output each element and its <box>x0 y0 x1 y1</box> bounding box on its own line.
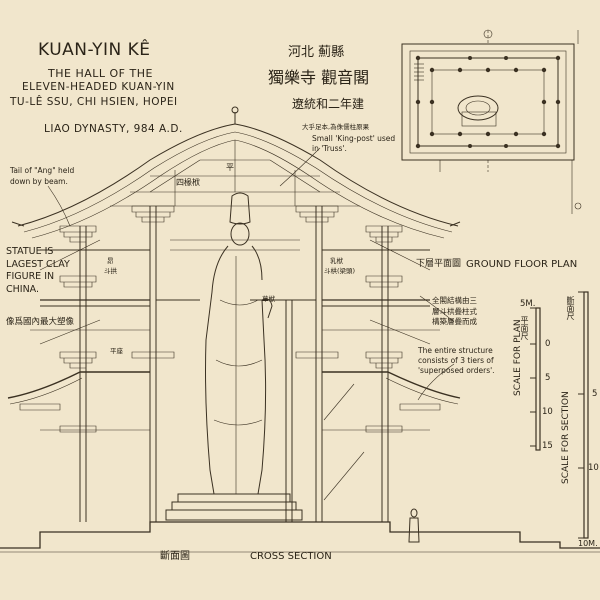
column-drawing <box>79 206 389 522</box>
tag-ruchan: 乳栿 <box>330 257 343 265</box>
scale-section-cn: 斷面尺 <box>566 296 575 320</box>
cross-section-label: CROSS SECTION <box>250 551 332 562</box>
title-line-4: TU-LÊ SSU, CHI HSIEN, HOPEI <box>10 96 178 108</box>
main-title: KUAN-YIN KÊ <box>38 40 151 60</box>
tag-ping: 平 <box>226 163 234 172</box>
scale-bars <box>530 291 589 539</box>
tag-cao: 草栿 <box>262 295 275 303</box>
scale-plan-10: 10 <box>542 407 553 417</box>
note-tail-of-ang: Tail of "Ang" held down by beam. <box>10 166 75 186</box>
tag-seat: 平座 <box>110 347 123 355</box>
tag-dou: 斗拱 <box>104 267 117 275</box>
note-statue-cn: 像爲國內最大塑像 <box>6 317 75 327</box>
tag-ang: 昂 <box>107 257 114 265</box>
ground-line <box>0 383 600 553</box>
scale-plan-5m: 5M. <box>520 299 536 309</box>
tag-bracket: 斗栱(梁頭) <box>324 267 356 275</box>
chinese-title-2: 獨樂寺 觀音閣 <box>268 68 370 87</box>
chinese-title-1: 河北 薊縣 <box>288 45 345 60</box>
scale-section-5: 5 <box>592 389 598 399</box>
title-line-3: ELEVEN-HEADED KUAN-YIN <box>22 81 175 93</box>
bracket-sets <box>19 205 441 433</box>
note-king-post: Small 'King-post' used in 'Truss'. <box>312 134 396 153</box>
kuan-yin-statue <box>165 192 303 521</box>
scale-for-section-label: SCALE FOR SECTION <box>561 391 571 484</box>
scale-plan-0: 0 <box>545 339 551 349</box>
title-line-5: LIAO DYNASTY, 984 A.D. <box>44 123 183 135</box>
note-structure: The entire structure consists of 3 tiers… <box>418 346 495 376</box>
leader-lines <box>47 147 455 401</box>
ground-floor-plan-drawing <box>401 29 582 214</box>
gallery-drawing <box>7 249 461 431</box>
scale-plan-cn: 平面尺 <box>520 316 529 340</box>
scale-plan-5: 5 <box>545 373 551 383</box>
cross-section-label-cn: 斷面圖 <box>160 551 190 562</box>
chinese-title-3: 遼統和二年建 <box>292 97 365 111</box>
title-line-2: THE HALL OF THE <box>48 67 153 80</box>
tag-four: 四椽栿 <box>176 178 200 187</box>
scale-section-10: 10 <box>588 463 599 473</box>
note-statue: STATUE IS LAGEST CLAY FIGURE IN CHINA. <box>6 246 70 295</box>
scale-for-plan-label: SCALE FOR PLAN <box>513 319 523 396</box>
ground-floor-plan-label: GROUND FLOOR PLAN <box>466 259 578 270</box>
note-king-post-cn: 大乎足本,為侏儒柱原果 <box>302 123 370 131</box>
ground-floor-plan-label-cn: 下層平面圖 <box>416 259 462 269</box>
scale-plan-15: 15 <box>542 441 553 451</box>
note-structure-cn: 全閣結構由三 層斗栱疊柱式 構築層疊而成 <box>432 296 477 326</box>
scale-section-end: 10M. <box>578 539 598 548</box>
